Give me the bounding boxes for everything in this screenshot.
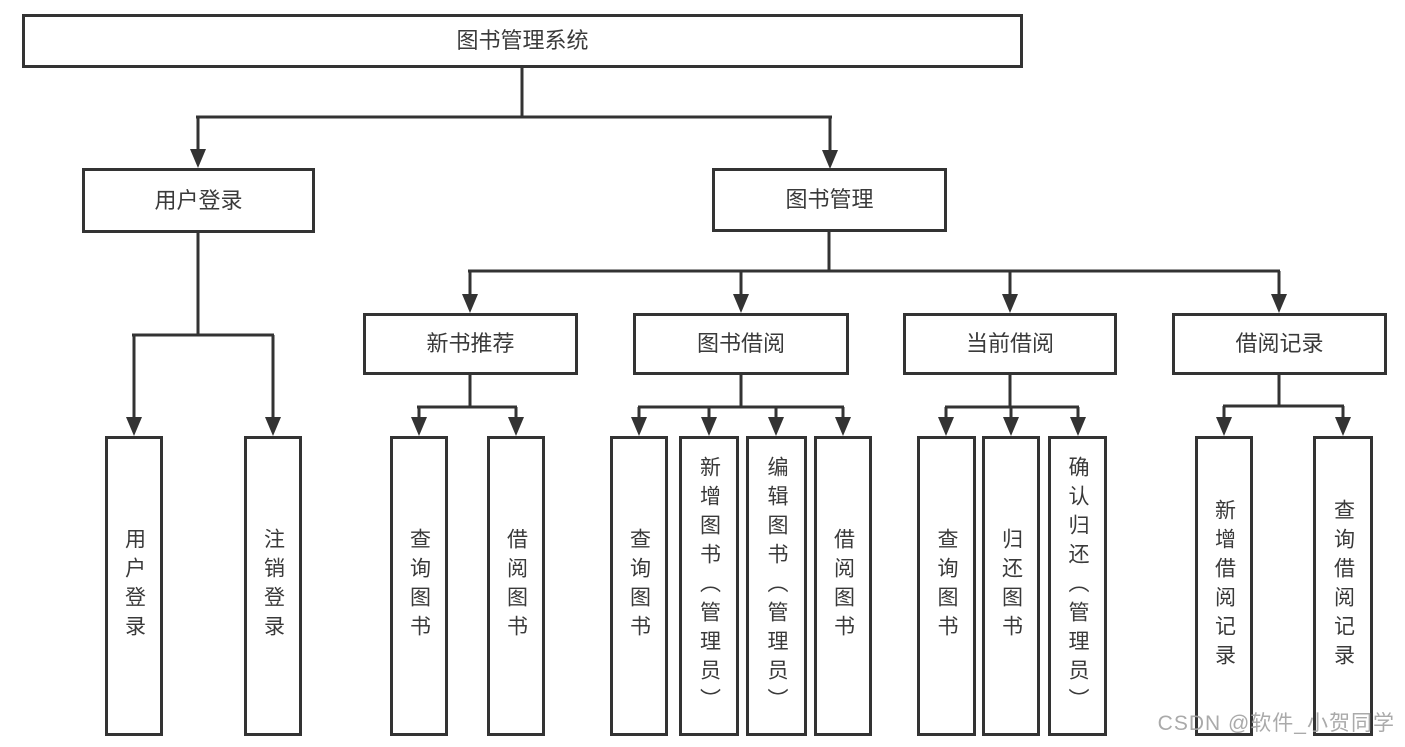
node-root: 图书管理系统 (22, 14, 1023, 68)
leaf-user-login: 用户登录 (105, 436, 163, 736)
leaf-add-books-admin: 新增图书（管理员） (679, 436, 739, 736)
node-book-borrowing-label: 图书借阅 (696, 331, 785, 356)
leaf-borrow-books-borrowing-label: 借阅图书 (831, 528, 855, 644)
leaf-query-books-recommend-label: 查询图书 (407, 528, 431, 644)
leaf-query-borrow-record-label: 查询借阅记录 (1331, 499, 1355, 673)
node-current-borrowing: 当前借阅 (903, 313, 1117, 375)
leaf-add-borrow-record-label: 新增借阅记录 (1212, 499, 1236, 673)
leaf-borrow-books-recommend-label: 借阅图书 (504, 528, 528, 644)
leaf-return-books-label: 归还图书 (999, 528, 1023, 644)
node-book-borrowing: 图书借阅 (633, 313, 849, 375)
leaf-query-books-current: 查询图书 (917, 436, 976, 736)
leaf-query-borrow-record: 查询借阅记录 (1313, 436, 1373, 736)
watermark: CSDN @软件_小贺同学 (1157, 712, 1395, 735)
node-new-book-recommendation: 新书推荐 (363, 313, 578, 375)
leaf-query-books-borrowing: 查询图书 (610, 436, 668, 736)
leaf-borrow-books-recommend: 借阅图书 (487, 436, 545, 736)
node-borrowing-records-label: 借阅记录 (1235, 331, 1324, 356)
leaf-query-books-recommend: 查询图书 (390, 436, 448, 736)
node-current-borrowing-label: 当前借阅 (965, 331, 1054, 356)
leaf-logout-label: 注销登录 (261, 528, 285, 644)
leaf-confirm-return-admin-label: 确认归还（管理员） (1066, 455, 1089, 717)
node-book-management-label: 图书管理 (785, 187, 874, 212)
leaf-query-books-current-label: 查询图书 (935, 528, 958, 644)
node-book-management: 图书管理 (712, 168, 947, 232)
leaf-confirm-return-admin: 确认归还（管理员） (1048, 436, 1107, 736)
leaf-edit-books-admin-label: 编辑图书（管理员） (765, 455, 788, 717)
node-borrowing-records: 借阅记录 (1172, 313, 1387, 375)
leaf-query-books-borrowing-label: 查询图书 (627, 528, 651, 644)
node-user-login-label: 用户登录 (154, 187, 243, 213)
node-user-login: 用户登录 (82, 168, 315, 233)
leaf-borrow-books-borrowing: 借阅图书 (814, 436, 872, 736)
leaf-add-books-admin-label: 新增图书（管理员） (697, 455, 721, 717)
leaf-edit-books-admin: 编辑图书（管理员） (746, 436, 807, 736)
leaf-add-borrow-record: 新增借阅记录 (1195, 436, 1253, 736)
leaf-user-login-label: 用户登录 (122, 528, 146, 644)
leaf-logout: 注销登录 (244, 436, 302, 736)
node-new-book-recommendation-label: 新书推荐 (426, 331, 515, 356)
leaf-return-books: 归还图书 (982, 436, 1040, 736)
node-root-label: 图书管理系统 (456, 28, 589, 53)
